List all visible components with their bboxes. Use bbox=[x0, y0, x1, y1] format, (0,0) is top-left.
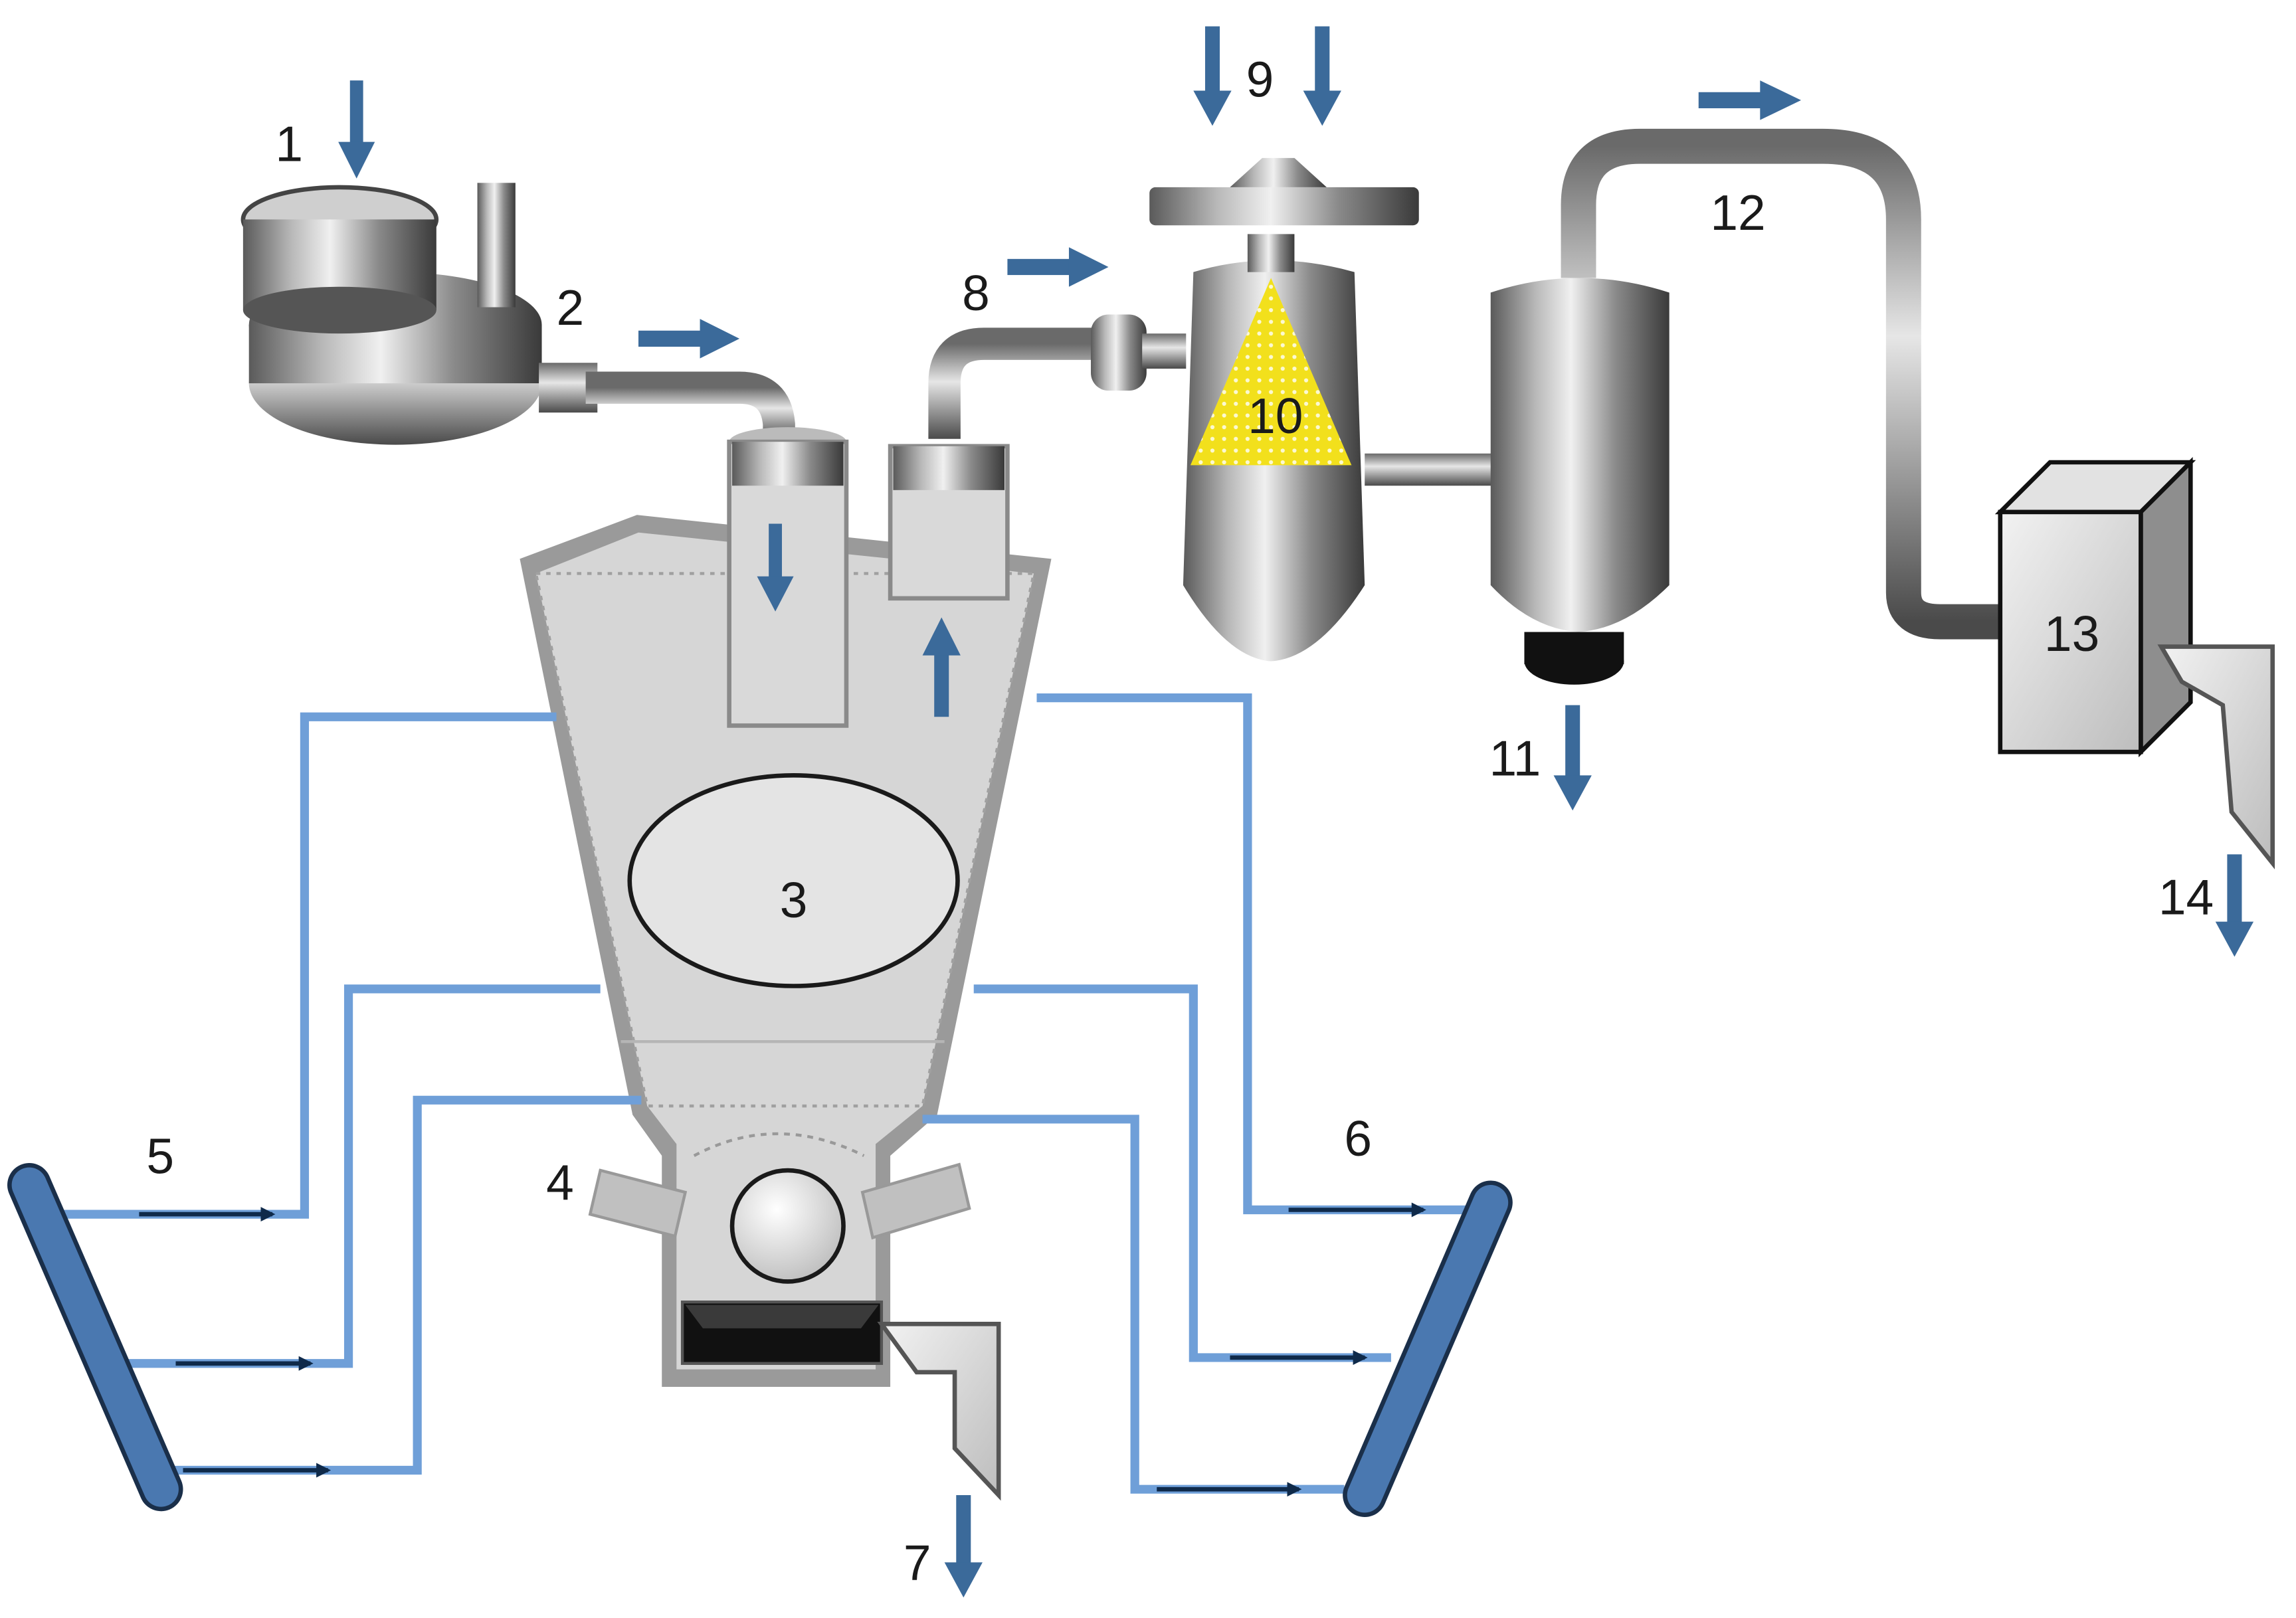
left-air-pipes bbox=[44, 712, 642, 1475]
label-9: 9 bbox=[1246, 51, 1274, 107]
label-10: 10 bbox=[1248, 388, 1303, 444]
filter-cone bbox=[1190, 278, 1352, 466]
outlet-pipe-12 bbox=[1561, 128, 2006, 640]
nozzle-ball bbox=[729, 1168, 846, 1284]
arrow-11-down bbox=[1553, 705, 1592, 811]
arrow-9-right-down bbox=[1303, 26, 1341, 126]
cyclone bbox=[1490, 278, 1670, 685]
condenser-box bbox=[1994, 457, 2196, 758]
label-8: 8 bbox=[962, 265, 990, 321]
label-1: 1 bbox=[275, 116, 303, 171]
label-5: 5 bbox=[146, 1128, 174, 1184]
arrow-14-down bbox=[2215, 854, 2254, 957]
inlet-downcomer-tube bbox=[727, 427, 849, 728]
ash-tray bbox=[680, 1301, 884, 1365]
burner-nozzles bbox=[588, 1162, 971, 1240]
valve bbox=[1091, 314, 1187, 391]
left-air-collector bbox=[7, 1163, 183, 1512]
label-3: 3 bbox=[780, 872, 808, 928]
outlet-to-filter-pipe bbox=[928, 327, 1113, 439]
label-13: 13 bbox=[2044, 606, 2099, 662]
fuel-bed bbox=[627, 773, 960, 988]
outlet-riser-tube bbox=[888, 444, 1010, 601]
blower bbox=[240, 183, 598, 445]
left-flow-arrows bbox=[139, 1207, 332, 1478]
label-12: 12 bbox=[1710, 185, 1765, 240]
label-2: 2 bbox=[557, 280, 585, 335]
label-14: 14 bbox=[2158, 869, 2214, 925]
blower-outlet-pipe bbox=[585, 371, 795, 439]
arrow-9-left-down bbox=[1193, 26, 1232, 126]
right-air-collector bbox=[1343, 1180, 1513, 1518]
arrow-1-down bbox=[338, 80, 375, 179]
arrow-8-right bbox=[1007, 247, 1109, 287]
arrow-2-right bbox=[638, 319, 740, 359]
label-7: 7 bbox=[904, 1535, 931, 1591]
right-air-pipes bbox=[922, 693, 1472, 1494]
outlet-chute-14 bbox=[2157, 644, 2275, 869]
flow-arrows bbox=[338, 26, 2254, 1598]
arrow-7-down bbox=[944, 1494, 983, 1598]
right-flow-arrows bbox=[1157, 1202, 1426, 1497]
label-6: 6 bbox=[1344, 1111, 1372, 1166]
label-4: 4 bbox=[546, 1154, 574, 1210]
label-11: 11 bbox=[1489, 730, 1541, 786]
arrow-down-inlet bbox=[757, 523, 794, 612]
arrow-12-right bbox=[1698, 80, 1802, 120]
arrow-up-outlet bbox=[922, 617, 961, 717]
ash-chute-7 bbox=[877, 1321, 1001, 1501]
connector-pipe bbox=[1365, 453, 1497, 486]
